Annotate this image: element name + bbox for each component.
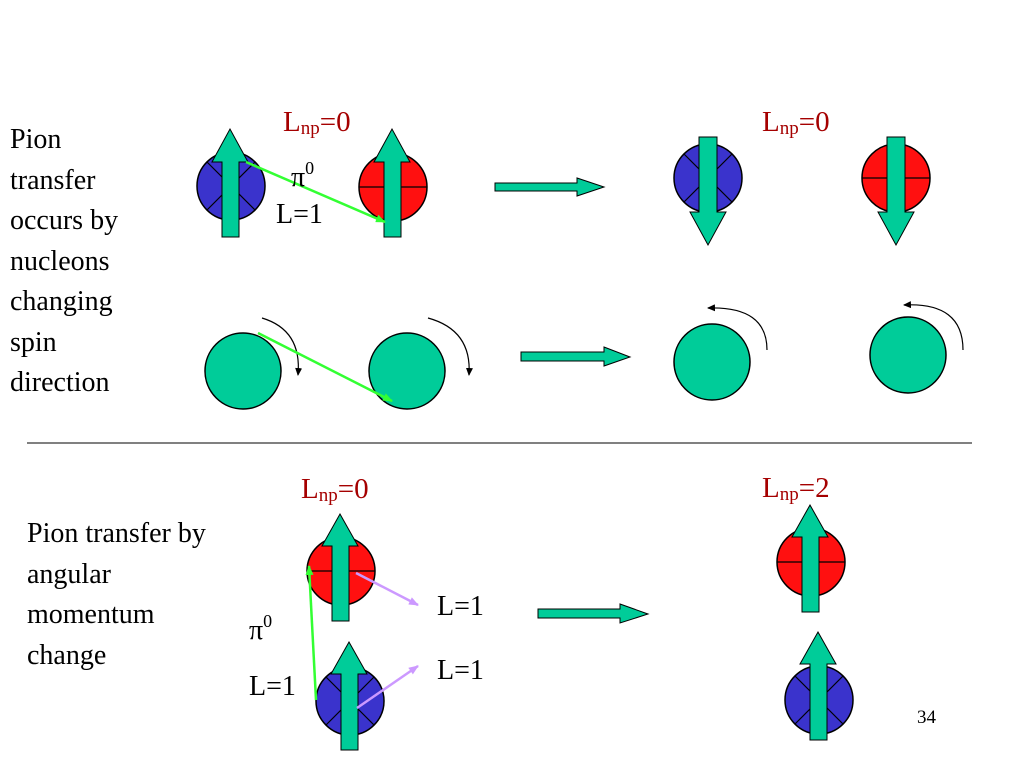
label-pion-top: π0 — [291, 158, 315, 193]
pion-exchange-arrow-bottom — [305, 565, 318, 701]
pion-exchange-arrow-top — [245, 160, 386, 224]
sphere-left-1 — [204, 332, 282, 410]
label-lnp-top-right: Lnp=0 — [762, 106, 830, 139]
label-lnp-top-left: Lnp=0 — [283, 106, 351, 139]
label-pion-bottom: π0 — [249, 611, 273, 646]
label-lnp-bottom-right: Lnp=2 — [762, 472, 830, 505]
label-L1-top: L=1 — [276, 199, 323, 230]
spin-arrow-down-top-right-blue — [689, 136, 727, 247]
rotation-arrow-right-2 — [903, 301, 964, 351]
transition-arrow-spheres — [520, 346, 632, 367]
label-lnp-bottom-left: Lnp=0 — [301, 473, 369, 506]
transition-arrow-top — [494, 177, 606, 197]
bottom-description: Pion transfer by angular momentum change — [27, 518, 206, 671]
rotation-arrow-left-1 — [261, 317, 303, 376]
transition-arrow-bottom — [537, 603, 650, 624]
rotation-arrow-left-2 — [427, 317, 473, 376]
sphere-right-2 — [869, 316, 947, 394]
sphere-right-1 — [673, 323, 751, 401]
rotation-arrow-right-1 — [707, 304, 768, 351]
label-L1-bottom-lower: L=1 — [437, 655, 484, 686]
spin-arrow-up-bottom-left-blue — [330, 640, 368, 751]
spin-arrow-up-top-left — [211, 127, 249, 238]
spin-arrow-up-top-red — [373, 127, 411, 238]
spin-arrow-down-top-right-red — [877, 136, 915, 247]
label-L1-bottom-left: L=1 — [249, 671, 296, 702]
orbital-arrow-lower — [356, 664, 419, 710]
sphere-left-2 — [368, 332, 446, 410]
orbital-arrow-upper — [355, 571, 419, 607]
page-number: 34 — [917, 707, 936, 728]
spin-arrow-up-bottom-right-blue — [799, 630, 837, 741]
spin-arrow-up-bottom-right-red — [791, 503, 829, 613]
pion-exchange-arrow-spheres — [257, 331, 393, 403]
spin-arrow-up-bottom-left-red — [321, 512, 359, 622]
top-description: Pion transfer occurs by nucleons changin… — [10, 124, 119, 398]
label-L1-bottom-upper: L=1 — [437, 591, 484, 622]
